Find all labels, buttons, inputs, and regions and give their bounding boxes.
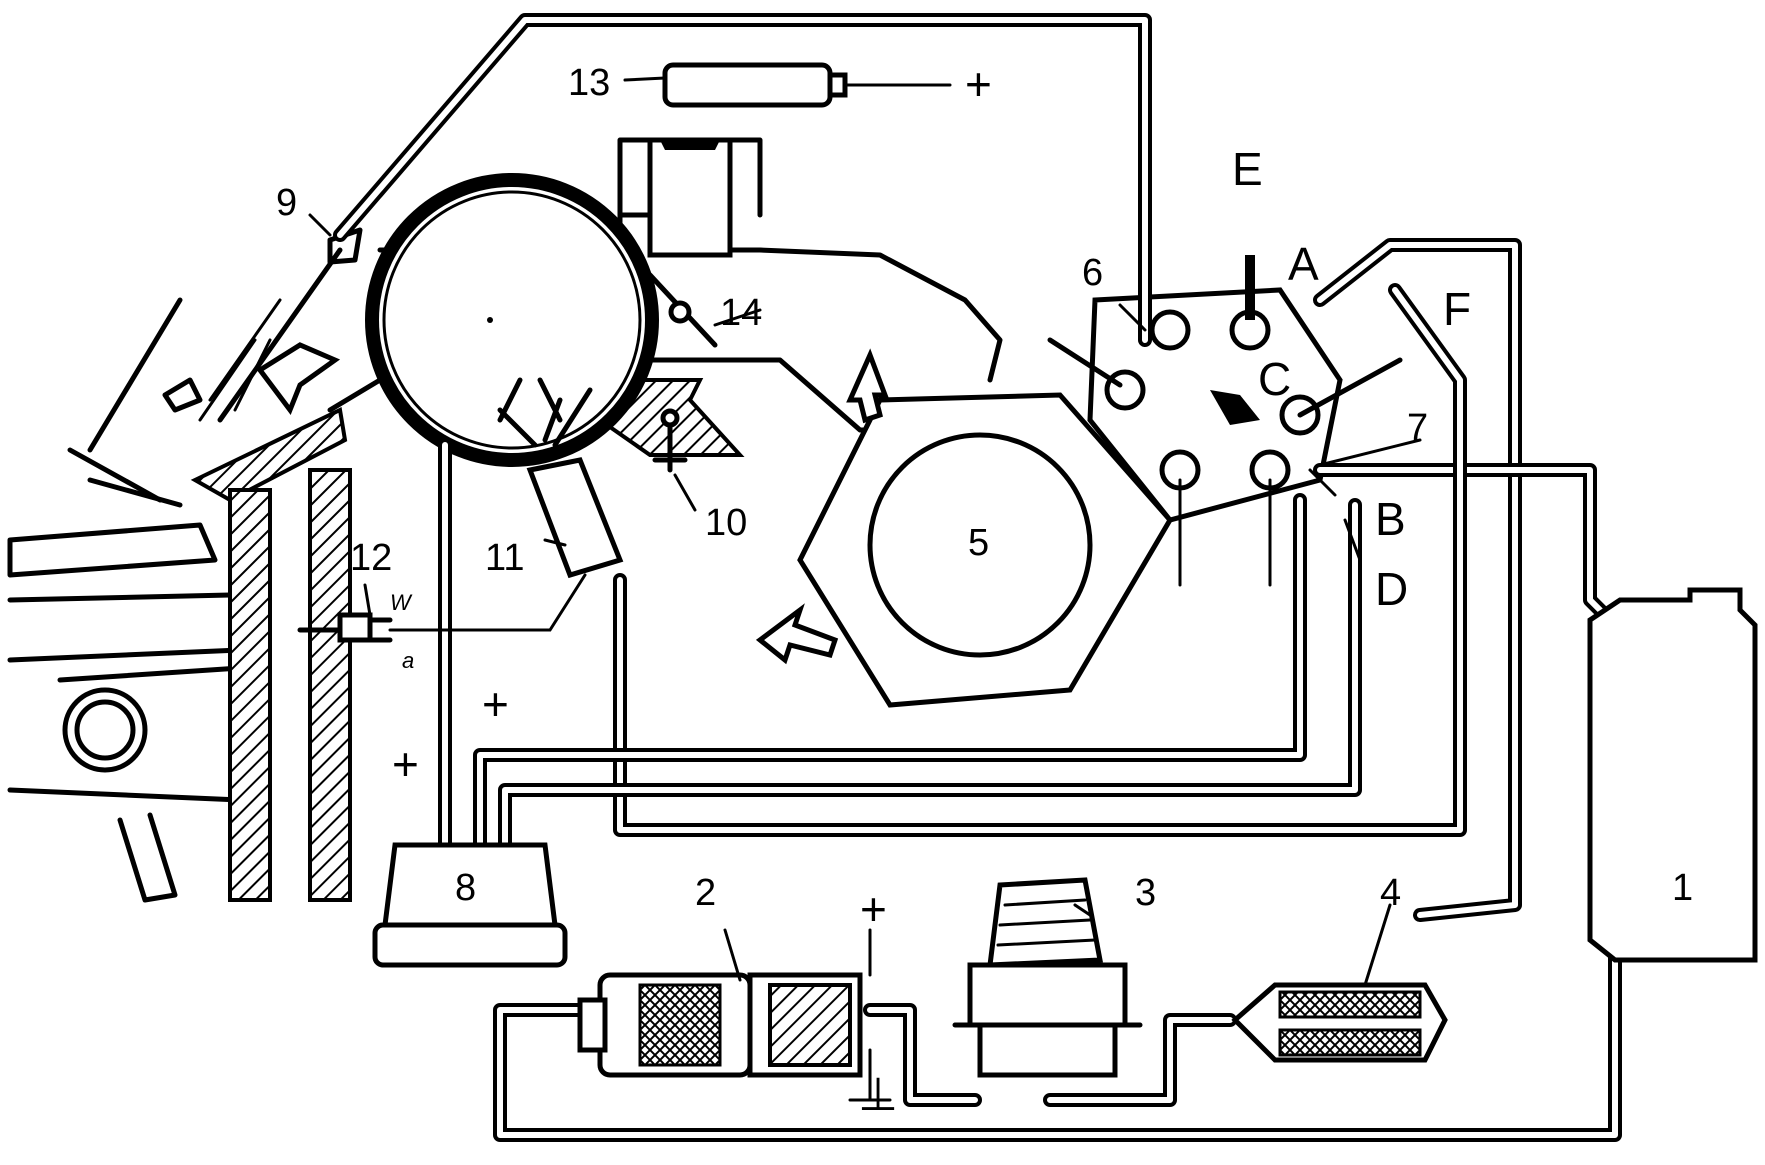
callout-6: 6 — [1082, 252, 1103, 294]
terminal-plus-12: + — [482, 678, 509, 730]
callout-9: 9 — [276, 182, 297, 224]
labels: 1 2 3 4 5 6 7 8 9 10 11 12 13 14 A B C D… — [276, 58, 1693, 1120]
callout-3: 3 — [1135, 872, 1156, 914]
sensor-wire-w: W — [390, 590, 413, 615]
callout-14: 14 — [720, 292, 762, 334]
callout-5: 5 — [968, 522, 989, 564]
callout-12: 12 — [350, 537, 392, 579]
letter-C: C — [1258, 353, 1291, 405]
auxiliary-air-valve-13 — [662, 62, 952, 108]
warm-up-regulator-8 — [372, 842, 568, 968]
idle-screw-10 — [652, 408, 688, 473]
letter-E: E — [1232, 143, 1263, 195]
callout-2: 2 — [695, 872, 716, 914]
callout-10: 10 — [705, 502, 747, 544]
fuel-lines — [333, 13, 1622, 1142]
engine-block — [7, 297, 352, 903]
fuel-pump-2 — [577, 928, 892, 1102]
air-plenum — [365, 173, 659, 467]
fuel-accumulator-3 — [952, 877, 1143, 1078]
callout-4: 4 — [1380, 872, 1401, 914]
terminal-ground-2: ⊥ — [858, 1068, 898, 1120]
leader-lines — [308, 76, 1422, 987]
thermo-sensor-12 — [297, 612, 393, 643]
terminal-plus-2: + — [860, 883, 887, 935]
injector-valve-9 — [87, 227, 363, 508]
letter-A: A — [1288, 238, 1319, 290]
callout-1: 1 — [1672, 867, 1693, 909]
cold-start-valve-11 — [497, 377, 624, 579]
throttle-plate-14 — [647, 272, 718, 348]
letter-F: F — [1443, 283, 1471, 335]
callout-7: 7 — [1407, 407, 1428, 449]
fuel-filter-4 — [1231, 982, 1448, 1063]
callout-8: 8 — [455, 867, 476, 909]
fuel-tank-1 — [1587, 587, 1758, 963]
letter-D: D — [1375, 563, 1408, 615]
callout-11: 11 — [485, 537, 524, 579]
airflow-arrows — [256, 342, 889, 665]
fuel-distributor-housing — [797, 287, 1343, 708]
callout-13: 13 — [568, 62, 610, 104]
letter-B: B — [1375, 493, 1406, 545]
distributor-ports — [1047, 255, 1403, 587]
terminal-plus-8: + — [392, 738, 419, 790]
terminal-plus-13: + — [965, 58, 992, 110]
sensor-wire-a: a — [402, 648, 414, 673]
